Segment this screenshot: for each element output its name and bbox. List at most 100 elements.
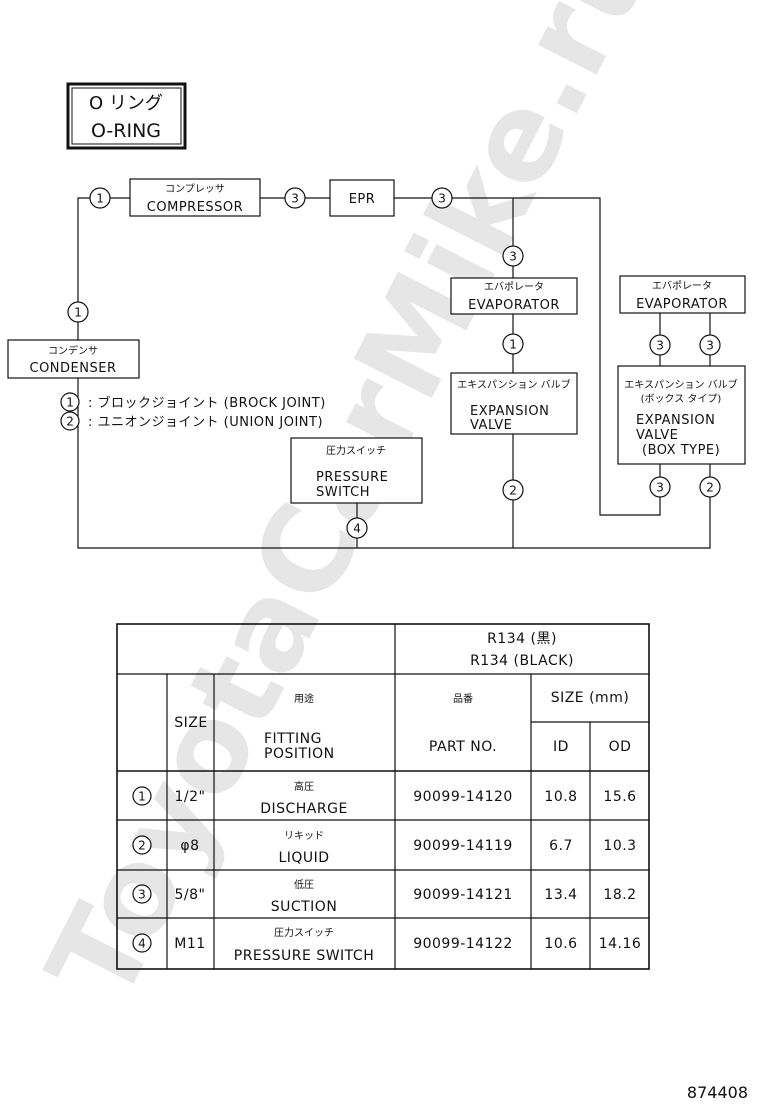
refrigerant-en: R134 (BLACK) — [470, 653, 574, 669]
svg-text:LIQUID: LIQUID — [278, 850, 329, 866]
evaporator-rear-box: エバポレータ EVAPORATOR — [619, 275, 746, 314]
svg-text:13.4: 13.4 — [544, 887, 577, 903]
svg-text:3: 3 — [656, 481, 664, 495]
title-en: O-RING — [91, 120, 161, 142]
svg-text:EPR: EPR — [349, 192, 376, 207]
header-size: SIZE — [174, 715, 207, 731]
joint-marker: 3 — [699, 334, 721, 356]
svg-text:M11: M11 — [174, 936, 205, 952]
condenser-box: コンデンサ CONDENSER — [7, 339, 140, 379]
figure-number: 874408 — [687, 1083, 748, 1102]
svg-text:90099-14122: 90099-14122 — [413, 936, 513, 952]
svg-text:EXPANSION: EXPANSION — [636, 413, 715, 428]
header-position-jp: 用途 — [294, 692, 314, 705]
header-id: ID — [553, 739, 569, 755]
expansion-valve-front-box: エキスパンション バルブ EXPANSION VALVE — [450, 372, 578, 435]
joint-markers: 1 1 3 3 3 1 2 3 3 3 2 4 — [67, 187, 721, 539]
svg-text:PRESSURE: PRESSURE — [316, 470, 388, 485]
svg-text:リキッド: リキッド — [284, 831, 324, 842]
parts-table: R134 (黒) R134 (BLACK) SIZE 用途 FITTING PO… — [116, 623, 650, 970]
svg-text:3: 3 — [138, 888, 146, 902]
refrigerant-lines — [77, 197, 711, 549]
svg-text:コンデンサ: コンデンサ — [48, 344, 98, 357]
pressure-switch-box: 圧力スイッチ PRESSURE SWITCH — [290, 437, 423, 504]
header-part-en: PART NO. — [429, 739, 497, 755]
joint-marker: 1 — [89, 187, 111, 209]
svg-text:VALVE: VALVE — [636, 428, 678, 443]
joint-marker: 2 — [502, 479, 524, 501]
svg-text:2: 2 — [138, 839, 146, 853]
svg-text:90099-14120: 90099-14120 — [413, 789, 513, 805]
header-part-jp: 品番 — [453, 693, 473, 705]
svg-text:(BOX TYPE): (BOX TYPE) — [642, 443, 720, 458]
svg-text:2: 2 — [509, 484, 517, 498]
svg-text:18.2: 18.2 — [603, 887, 636, 903]
svg-text:14.16: 14.16 — [599, 936, 642, 952]
svg-text:圧力スイッチ: 圧力スイッチ — [326, 444, 386, 457]
joint-marker: 3 — [431, 187, 453, 209]
table-row: 2 φ8 リキッド LIQUID 90099-14119 6.7 10.3 — [132, 831, 636, 866]
header-position-en2: POSITION — [264, 746, 335, 762]
svg-text:低圧: 低圧 — [294, 878, 314, 891]
svg-text:15.6: 15.6 — [603, 789, 636, 805]
table-row: 3 5/8" 低圧 SUCTION 90099-14121 13.4 18.2 — [132, 878, 636, 915]
header-position-en1: FITTING — [264, 731, 322, 747]
svg-text:: ユニオンジョイント (UNION JOINT): : ユニオンジョイント (UNION JOINT) — [88, 415, 323, 430]
svg-text:90099-14119: 90099-14119 — [413, 838, 513, 854]
svg-text:1: 1 — [74, 306, 82, 320]
svg-text:2: 2 — [66, 415, 74, 429]
joint-marker: 3 — [502, 245, 524, 267]
joint-marker: 3 — [649, 476, 671, 498]
svg-text:3: 3 — [438, 192, 446, 206]
svg-text:1: 1 — [509, 338, 517, 352]
joint-marker: 1 — [502, 333, 524, 355]
joint-marker: 3 — [649, 334, 671, 356]
joint-marker: 4 — [346, 517, 368, 539]
svg-text:エバポレータ: エバポレータ — [484, 281, 544, 293]
svg-text:EVAPORATOR: EVAPORATOR — [636, 297, 728, 312]
svg-text:6.7: 6.7 — [549, 838, 573, 854]
svg-text:5/8": 5/8" — [175, 887, 206, 903]
svg-text:SUCTION: SUCTION — [271, 899, 338, 915]
svg-text:エバポレータ: エバポレータ — [652, 280, 712, 292]
svg-text:DISCHARGE: DISCHARGE — [260, 801, 348, 817]
svg-text:3: 3 — [656, 339, 664, 353]
joint-legend: 1 : ブロックジョイント (BROCK JOINT) 2 : ユニオンジョイン… — [60, 392, 325, 431]
svg-text:1: 1 — [66, 396, 74, 410]
svg-text:3: 3 — [291, 192, 299, 206]
svg-text:1: 1 — [138, 790, 146, 804]
joint-marker: 2 — [699, 476, 721, 498]
svg-text:VALVE: VALVE — [470, 418, 512, 433]
svg-text:コンプレッサ: コンプレッサ — [165, 183, 225, 195]
svg-text:90099-14121: 90099-14121 — [413, 887, 513, 903]
legend-item-brock-joint: 1 : ブロックジョイント (BROCK JOINT) — [60, 392, 325, 412]
svg-text:エキスパンション バルブ: エキスパンション バルブ — [457, 378, 570, 391]
legend-item-union-joint: 2 : ユニオンジョイント (UNION JOINT) — [60, 411, 323, 431]
svg-text:φ8: φ8 — [180, 838, 199, 854]
svg-text:3: 3 — [509, 250, 517, 264]
table-row: 1 1/2" 高圧 DISCHARGE 90099-14120 10.8 15.… — [132, 780, 636, 817]
svg-text:1: 1 — [96, 192, 104, 206]
header-size-mm: SIZE (mm) — [551, 690, 630, 706]
svg-text:(ボックス タイプ): (ボックス タイプ) — [641, 393, 722, 405]
svg-text:10.3: 10.3 — [603, 838, 636, 854]
refrigerant-jp: R134 (黒) — [487, 631, 557, 647]
epr-box: EPR — [329, 179, 395, 217]
svg-text:圧力スイッチ: 圧力スイッチ — [274, 926, 334, 939]
svg-text:10.6: 10.6 — [544, 936, 577, 952]
svg-text:4: 4 — [138, 937, 146, 951]
svg-text:高圧: 高圧 — [294, 780, 314, 793]
svg-text:10.8: 10.8 — [544, 789, 577, 805]
title-box: O リング O-RING — [66, 82, 187, 150]
table-row: 4 M11 圧力スイッチ PRESSURE SWITCH 90099-14122… — [132, 926, 642, 964]
svg-text:エキスパンション バルブ: エキスパンション バルブ — [624, 378, 737, 391]
compressor-box: コンプレッサ COMPRESSOR — [129, 178, 261, 217]
svg-text:COMPRESSOR: COMPRESSOR — [147, 200, 243, 215]
svg-text:2: 2 — [706, 481, 714, 495]
svg-text:SWITCH: SWITCH — [316, 485, 370, 500]
svg-text:EXPANSION: EXPANSION — [470, 404, 549, 419]
joint-marker: 1 — [67, 301, 89, 323]
svg-text:4: 4 — [353, 522, 361, 536]
svg-text:1/2": 1/2" — [175, 789, 206, 805]
